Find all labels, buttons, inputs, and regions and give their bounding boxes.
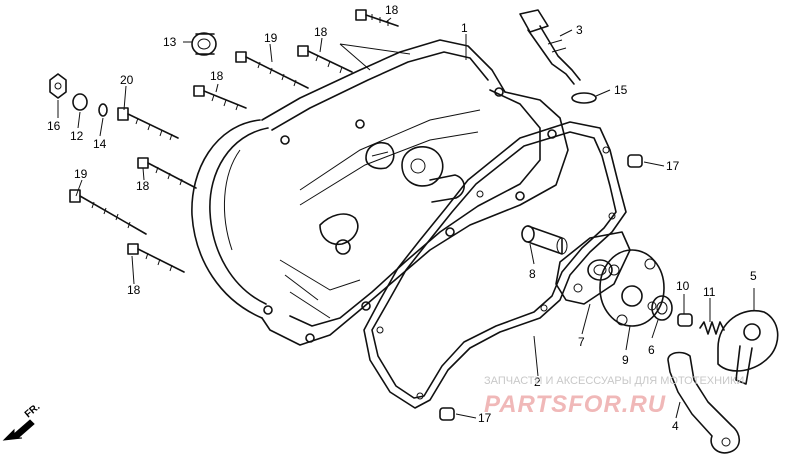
leader-lines xyxy=(57,17,755,419)
label-8: 8 xyxy=(529,267,536,281)
label-18e: 18 xyxy=(127,283,141,297)
arrow-icon xyxy=(2,419,35,441)
watermark-brand: PARTSFOR.RU xyxy=(484,391,666,418)
label-18a: 18 xyxy=(385,3,399,17)
crankcase-cover xyxy=(191,39,569,346)
label-3: 3 xyxy=(576,23,583,37)
label-16: 16 xyxy=(47,119,61,133)
watermark-caption: ЗАПЧАСТИ И АКСЕССУАРЫ ДЛЯ МОТОТЕХНИКИ xyxy=(484,375,744,387)
oil-seal-6 xyxy=(651,295,673,321)
gasket xyxy=(363,121,627,409)
label-1: 1 xyxy=(461,21,468,35)
label-19a: 19 xyxy=(264,31,278,45)
label-14: 14 xyxy=(93,137,107,151)
oil-filler-cap xyxy=(519,9,581,85)
washer-14 xyxy=(98,103,108,117)
label-20: 20 xyxy=(120,73,134,87)
o-ring-15 xyxy=(571,92,597,104)
washer-12 xyxy=(72,93,88,111)
clutch-arm-5 xyxy=(717,309,779,385)
label-12: 12 xyxy=(70,129,84,143)
watermark: ЗАПЧАСТИ И АКСЕССУАРЫ ДЛЯ МОТОТЕХНИКИ PA… xyxy=(484,375,744,418)
label-9: 9 xyxy=(622,353,629,367)
label-10: 10 xyxy=(676,279,690,293)
label-13: 13 xyxy=(163,35,177,49)
lever-4 xyxy=(667,351,741,454)
label-17b: 17 xyxy=(478,411,492,425)
front-label: FR. xyxy=(23,401,43,420)
label-4: 4 xyxy=(672,419,679,433)
label-18d: 18 xyxy=(136,179,150,193)
dowel-pin-17 xyxy=(439,154,643,421)
label-11: 11 xyxy=(703,285,716,299)
bearing-13 xyxy=(191,32,217,56)
label-18b: 18 xyxy=(314,25,328,39)
label-18c: 18 xyxy=(210,69,224,83)
shaft-8 xyxy=(521,225,568,255)
callouts: 1 2 3 4 5 6 7 8 9 10 11 12 13 14 15 16 1… xyxy=(47,3,757,433)
label-15: 15 xyxy=(614,83,628,97)
label-2: 2 xyxy=(534,375,541,389)
front-direction-indicator: FR. xyxy=(2,401,43,441)
label-19b: 19 xyxy=(74,167,88,181)
label-17a: 17 xyxy=(666,159,680,173)
label-5: 5 xyxy=(750,269,757,283)
lifter-cam-9 xyxy=(599,249,665,327)
spring-11 xyxy=(699,321,725,335)
bolts xyxy=(69,9,399,273)
nut-16 xyxy=(49,73,67,99)
label-6: 6 xyxy=(648,343,655,357)
label-7: 7 xyxy=(578,335,585,349)
collar-10 xyxy=(677,313,693,327)
